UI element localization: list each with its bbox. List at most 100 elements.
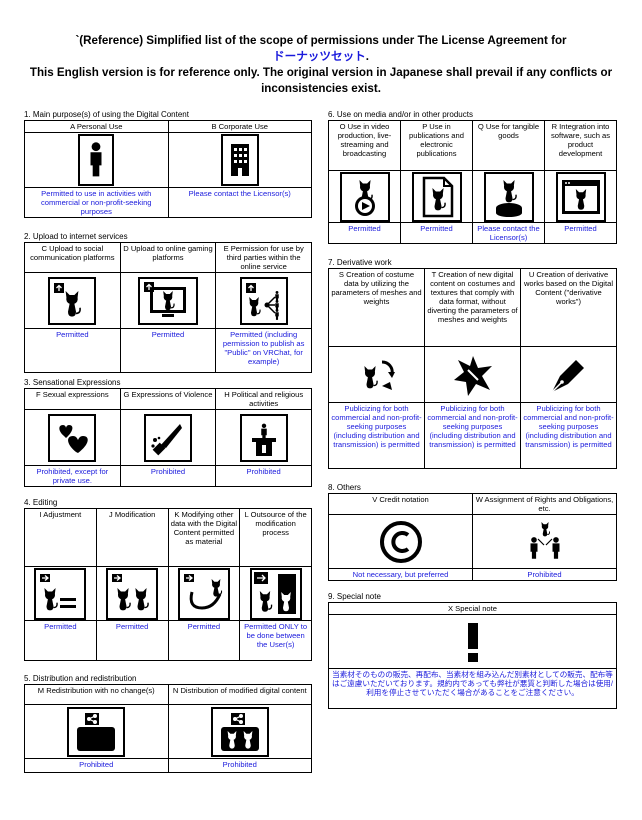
building-icon [220, 134, 259, 186]
section-title: 7. Derivative work [328, 258, 392, 267]
permission-value: Permitted [328, 222, 401, 244]
section-title: 8. Others [328, 483, 361, 492]
permission-table: O Use in video production, live-streamin… [328, 120, 617, 244]
section-derivative-work: 7. Derivative work S Creation of costume… [328, 258, 617, 469]
header-line-1: `(Reference) Simplified list of the scop… [75, 34, 567, 63]
special-note-text: 当素材そのものの販売、再配布、当素材を組み込んだ別素材としての販売、配布等はご遠… [328, 668, 617, 709]
section-title: 1. Main purpose(s) of using the Digital … [24, 110, 189, 119]
permission-value: Permitted [24, 328, 121, 373]
column-header: K Modifying other data with the Digital … [167, 508, 241, 567]
permission-value: Prohibited [24, 758, 169, 773]
column-header: Q Use for tangible goods [472, 120, 545, 171]
knife-icon [143, 413, 192, 462]
share-people-icon [239, 276, 288, 325]
permission-value: Permitted to use in activities with comm… [24, 187, 169, 218]
permission-value: Please contact the Licensor(s) [167, 187, 312, 218]
section-media-use: 6. Use on media and/or in other products… [328, 110, 617, 244]
permission-value: Permitted ONLY to be done between the Us… [239, 620, 312, 661]
column-header: L Outsource of the modification process [239, 508, 312, 567]
equals-icon [34, 567, 87, 620]
permission-value: Permitted [95, 620, 169, 661]
column-header: I Adjustment [24, 508, 97, 567]
section-title: 3. Sensational Expressions [24, 378, 121, 387]
cat-tail-icon [177, 567, 230, 620]
permission-value: Permitted [544, 222, 617, 244]
column-header: A Personal Use [24, 120, 169, 133]
column-header: T Creation of new digital content on cos… [424, 268, 521, 347]
permission-value: Prohibited [167, 758, 312, 773]
column-header: R Integration into software, such as pro… [544, 120, 617, 171]
section-special-note: 9. Special note X Special note 当素材そのものの販… [328, 592, 617, 709]
video-play-icon [339, 171, 390, 222]
column-header: C Upload to social communication platfor… [24, 242, 121, 273]
permission-value: Publicizing for both commercial and non-… [328, 402, 425, 469]
permission-table: V Credit notation W Assignment of Rights… [328, 493, 617, 581]
header-disclaimer: This English version is for reference on… [29, 66, 613, 95]
column-header: X Special note [328, 602, 617, 615]
permission-value: Publicizing for both commercial and non-… [424, 402, 521, 469]
permission-value: Publicizing for both commercial and non-… [520, 402, 617, 469]
section-title: 9. Special note [328, 592, 381, 601]
two-cats-icon [106, 567, 159, 620]
document-header: `(Reference) Simplified list of the scop… [20, 33, 622, 97]
column-header: V Credit notation [328, 493, 473, 515]
section-editing: 4. Editing I Adjustment J Modification K… [24, 498, 312, 661]
share-cats-icon [210, 706, 269, 757]
section-title: 6. Use on media and/or in other products [328, 110, 473, 119]
permission-table: M Redistribution with no change(s) N Dis… [24, 684, 312, 773]
column-header: E Permission for use by third parties wi… [215, 242, 312, 273]
exclamation-icon [449, 618, 496, 665]
permission-table: I Adjustment J Modification K Modifying … [24, 508, 312, 661]
section-others: 8. Others V Credit notation W Assignment… [328, 483, 617, 581]
column-header: D Upload to online gaming platforms [119, 242, 217, 273]
hearts-icon [48, 413, 97, 462]
column-header: S Creation of costume data by utilizing … [328, 268, 425, 347]
column-header: M Redistribution with no change(s) [24, 684, 169, 705]
column-header: O Use in video production, live-streamin… [328, 120, 401, 171]
software-cat-icon [555, 171, 606, 222]
column-header: B Corporate Use [167, 120, 312, 133]
permission-value: Permitted [24, 620, 97, 661]
share-box-icon [67, 706, 126, 757]
permission-value: Prohibited, except for private use. [24, 465, 121, 487]
copyright-icon [377, 518, 424, 565]
permission-table: F Sexual expressions G Expressions of Vi… [24, 388, 312, 487]
section-title: 5. Distribution and redistribution [24, 674, 137, 683]
column-header: P Use in publications and electronic pub… [400, 120, 473, 171]
outsource-icon [249, 567, 302, 620]
permission-table: S Creation of costume data by utilizing … [328, 268, 617, 469]
permission-value: Permitted [400, 222, 473, 244]
column-header: F Sexual expressions [24, 388, 121, 410]
column-header: G Expressions of Violence [119, 388, 217, 410]
permission-value: Prohibited [472, 568, 617, 581]
document-cat-icon [411, 171, 462, 222]
permission-table: X Special note 当素材そのものの販売、再配布、当素材を組み込んだ別… [328, 602, 617, 709]
column-header: H Political and religious activities [215, 388, 312, 410]
column-header: J Modification [95, 508, 169, 567]
podium-icon [239, 413, 288, 462]
pen-nib-icon [545, 351, 592, 398]
permission-value: Prohibited [119, 465, 217, 487]
section-title: 4. Editing [24, 498, 58, 507]
permission-value: Please contact the Licensor(s) [472, 222, 545, 244]
section-main-purpose: 1. Main purpose(s) of using the Digital … [24, 110, 312, 218]
permission-value: Permitted [119, 328, 217, 373]
section-upload: 2. Upload to internet services C Upload … [24, 232, 312, 373]
column-header: U Creation of derivative works based on … [520, 268, 617, 347]
star-burst-icon [449, 351, 496, 398]
permission-table: A Personal Use B Corporate Use Permitted… [24, 120, 312, 218]
section-sensational: 3. Sensational Expressions F Sexual expr… [24, 378, 312, 487]
section-title: 2. Upload to internet services [24, 232, 128, 241]
transfer-people-icon [521, 518, 568, 565]
section-distribution: 5. Distribution and redistribution M Red… [24, 674, 312, 773]
permission-value: Not necessary, but preferred [328, 568, 473, 581]
column-header: N Distribution of modified digital conte… [167, 684, 312, 705]
permission-table: C Upload to social communication platfor… [24, 242, 312, 373]
permission-value: Permitted [167, 620, 241, 661]
permission-value: Prohibited [215, 465, 312, 487]
product-name: ドーナッツセット [273, 50, 366, 63]
cat-recycle-icon [353, 351, 400, 398]
column-header: W Assignment of Rights and Obligations, … [472, 493, 617, 515]
person-icon [78, 134, 115, 186]
figure-cat-icon [483, 171, 534, 222]
